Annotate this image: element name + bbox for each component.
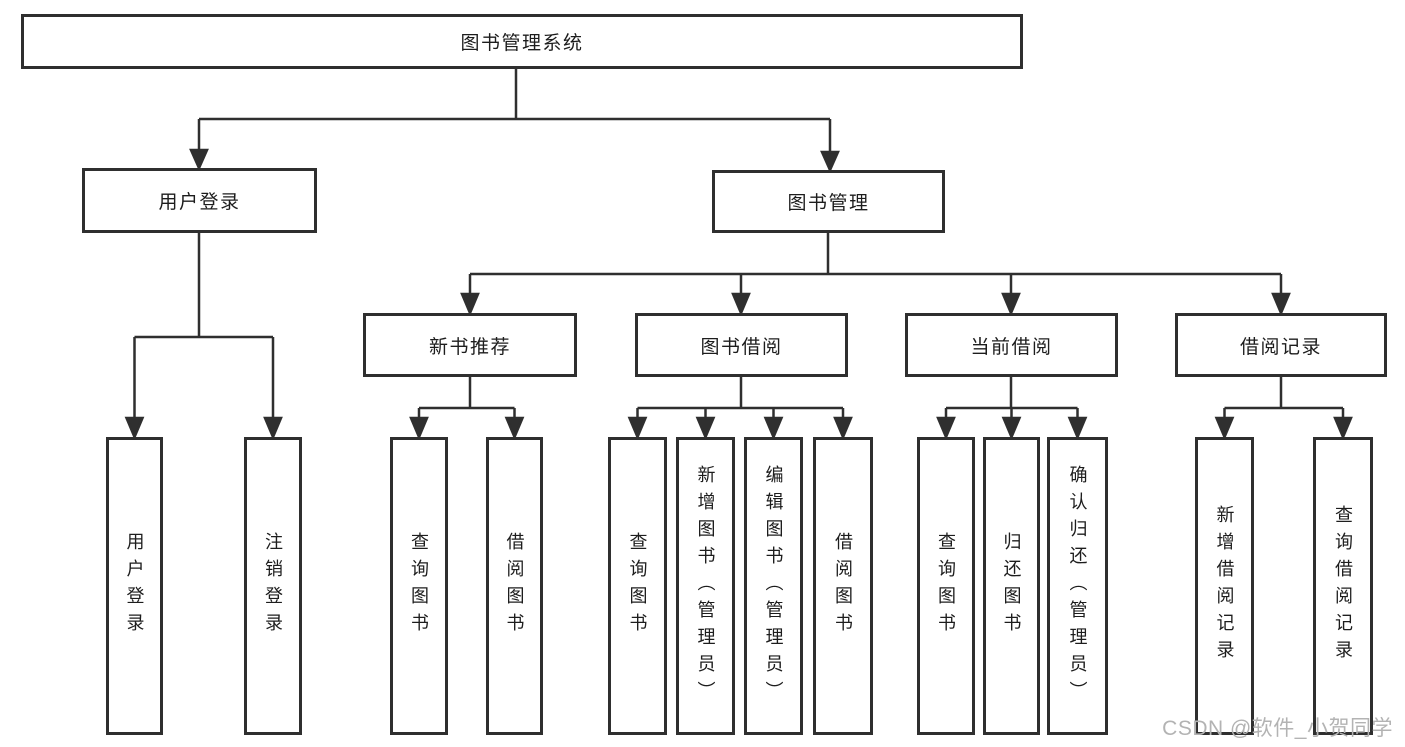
node-label: 借阅记录	[1239, 336, 1322, 358]
leaf-add-books-admin: 新增图书（管理员）	[676, 437, 735, 735]
leaf-label: 用户登录	[124, 532, 145, 640]
node-book-borrow: 图书借阅	[635, 313, 848, 377]
leaf-label: 查询借阅记录	[1333, 505, 1353, 667]
node-new-book-recommend: 新书推荐	[363, 313, 577, 377]
connector-login	[124, 233, 283, 441]
leaf-return-books: 归还图书	[983, 437, 1040, 735]
node-label: 当前借阅	[970, 336, 1053, 358]
leaf-label: 借阅图书	[833, 532, 853, 640]
leaf-borrow-books-2: 借阅图书	[813, 437, 873, 735]
node-user-login: 用户登录	[82, 168, 317, 233]
node-label: 新书推荐	[428, 336, 511, 358]
leaf-label: 归还图书	[1001, 532, 1022, 640]
leaf-label: 查询图书	[409, 532, 429, 640]
leaf-label: 新增借阅记录	[1214, 505, 1235, 667]
leaf-label: 编辑图书（管理员）	[763, 464, 784, 708]
leaf-label: 借阅图书	[504, 532, 525, 640]
leaf-label: 查询图书	[936, 532, 956, 640]
leaf-label: 确认归还（管理员）	[1067, 464, 1088, 708]
leaf-label: 注销登录	[263, 532, 283, 640]
node-borrow-records: 借阅记录	[1175, 313, 1387, 377]
leaf-logout: 注销登录	[244, 437, 302, 735]
leaf-add-borrow-record: 新增借阅记录	[1195, 437, 1254, 735]
node-current-borrow: 当前借阅	[905, 313, 1118, 377]
connector-new-books	[409, 377, 525, 441]
connector-current-borrow	[936, 377, 1088, 441]
leaf-edit-books-admin: 编辑图书（管理员）	[744, 437, 803, 735]
node-label: 图书借阅	[700, 336, 783, 358]
leaf-confirm-return-admin: 确认归还（管理员）	[1047, 437, 1108, 735]
node-label: 用户登录	[158, 192, 241, 213]
leaf-label: 查询图书	[627, 532, 648, 640]
node-label: 图书管理	[787, 193, 870, 214]
leaf-user-login: 用户登录	[106, 437, 163, 735]
connector-book-mgmt	[460, 233, 1291, 317]
csdn-watermark: CSDN @软件_小贺同学	[1162, 717, 1393, 740]
leaf-borrow-books-1: 借阅图书	[486, 437, 543, 735]
leaf-label: 新增图书（管理员）	[695, 464, 716, 708]
node-label: 图书管理系统	[460, 33, 584, 54]
leaf-query-books-3: 查询图书	[917, 437, 975, 735]
connector-borrow-records	[1214, 377, 1353, 441]
leaf-query-books-1: 查询图书	[390, 437, 448, 735]
leaf-query-borrow-record: 查询借阅记录	[1313, 437, 1373, 735]
node-root-library-system: 图书管理系统	[21, 14, 1023, 69]
connector-book-borrow	[627, 377, 853, 441]
leaf-query-books-2: 查询图书	[608, 437, 667, 735]
node-book-management: 图书管理	[712, 170, 945, 233]
connector-root	[189, 69, 840, 174]
